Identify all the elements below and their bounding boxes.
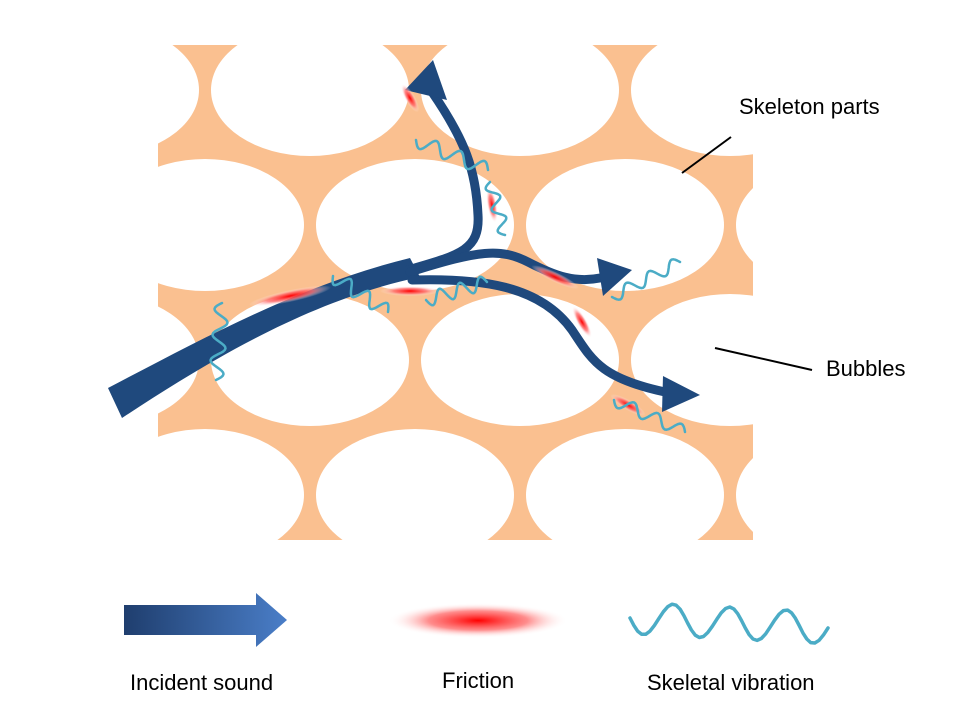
- legend-friction-swatch: [388, 603, 568, 638]
- sound-branch-middle-head: [597, 258, 632, 296]
- skeletal-vibration-squiggle: [612, 398, 687, 434]
- incident-sound-main-arrow: [108, 258, 420, 418]
- friction-spot: [572, 306, 592, 338]
- sound-branch-lower: [407, 275, 670, 397]
- skeletal-vibration-squiggle: [424, 275, 489, 307]
- bubble: [736, 458, 753, 532]
- bubble: [158, 159, 304, 291]
- bubble: [211, 45, 409, 156]
- friction-spot: [531, 265, 579, 289]
- bubble: [631, 294, 753, 426]
- sound-branch-up-head: [405, 60, 447, 100]
- friction-spot: [380, 286, 440, 296]
- skeletal-vibration-squiggle: [209, 301, 229, 382]
- legend-incident-sound-label: Incident sound: [130, 670, 273, 695]
- skeletal-vibration-squiggle: [331, 274, 390, 314]
- bubbles-pointer-line: [714, 347, 813, 371]
- friction-spot: [400, 83, 420, 113]
- bubble: [526, 429, 724, 540]
- legend-incident-sound-arrow: [124, 593, 287, 647]
- bubbles-label: Bubbles: [826, 356, 906, 381]
- bubble: [736, 188, 753, 262]
- skeletal-vibration-squiggle: [414, 138, 490, 172]
- bubble: [421, 45, 619, 156]
- sound-branch-middle: [405, 248, 605, 285]
- sound-paths: [108, 60, 700, 418]
- legend-skeletal-vibration-wave: [628, 602, 830, 645]
- bubble: [316, 429, 514, 540]
- bubble: [631, 45, 753, 156]
- skeleton-pointer-line: [681, 136, 732, 174]
- legend-skeletal-vibration-label: Skeletal vibration: [647, 670, 815, 695]
- friction-spot: [248, 285, 332, 307]
- skeletal-vibration-squiggle: [610, 258, 682, 301]
- sound-branch-lower-head: [662, 376, 700, 412]
- skeletal-vibration-squiggle: [484, 180, 508, 237]
- skeleton-parts-label: Skeleton parts: [739, 94, 880, 119]
- bubble: [158, 429, 304, 540]
- legend: Incident sound Friction Skeletal vibrati…: [124, 593, 830, 695]
- bubbles-group: [158, 45, 753, 540]
- bubble: [526, 159, 724, 291]
- skeletal-vibrations: [209, 138, 687, 434]
- bubble: [158, 45, 199, 144]
- bubble: [211, 294, 409, 426]
- legend-friction-label: Friction: [442, 668, 514, 693]
